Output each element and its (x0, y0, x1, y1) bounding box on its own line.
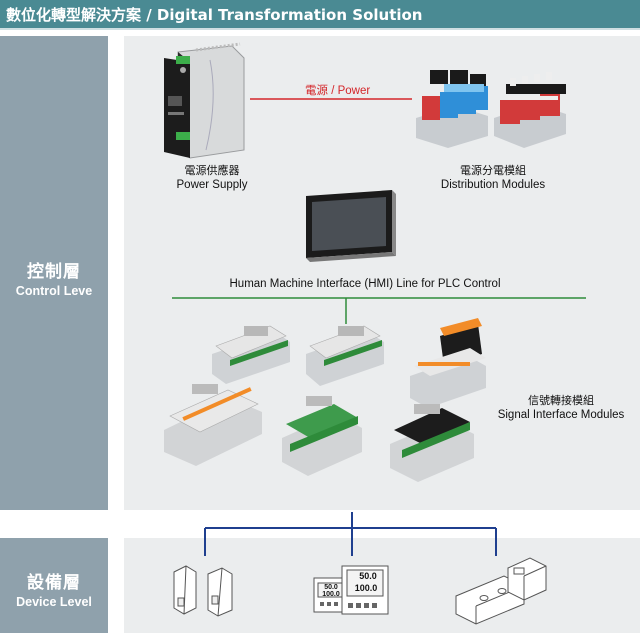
device-layer-band: 設備層 Device Level (0, 538, 108, 633)
distribution-modules-icon (416, 70, 566, 148)
control-layer-label-zh: 控制層 (27, 262, 81, 282)
hmi-panel-icon (306, 190, 396, 262)
signal-module-6-icon (390, 404, 474, 482)
meter-small-display-top: 50.0 (324, 584, 338, 591)
solenoid-valve-icon (455, 557, 547, 625)
distribution-label-en: Distribution Modules (440, 179, 546, 191)
signal-label-zh: 信號轉接模組 (528, 394, 594, 407)
page-title: 數位化轉型解決方案 / Digital Transformation Solut… (0, 0, 640, 30)
power-link-label: 電源 / Power (305, 85, 371, 97)
signal-module-5-icon (282, 396, 362, 476)
power-supply-icon (164, 42, 245, 159)
device-layer-label-en: Device Level (16, 595, 92, 609)
device-connection-lines (204, 512, 497, 556)
control-layer-label-en: Control Leve (15, 284, 93, 298)
signal-module-1-icon (212, 325, 290, 384)
control-layer-band: 控制層 Control Leve (0, 36, 108, 510)
power-supply-caption: 電源供應器 Power Supply (152, 164, 272, 192)
signal-label-en: Signal Interface Modules (497, 409, 625, 421)
device-layer-label-zh: 設備層 (27, 573, 81, 593)
distribution-label-zh: 電源分電模組 (460, 164, 526, 177)
signal-module-2-icon (306, 325, 384, 386)
signal-module-3-icon (410, 318, 486, 408)
photo-sensor-icon (173, 565, 233, 617)
meter-small-display-bottom: 100.0 (322, 591, 340, 598)
meter-display-top: 50.0 (359, 571, 377, 581)
distribution-caption: 電源分電模組 Distribution Modules (428, 164, 558, 192)
power-supply-label-en: Power Supply (176, 179, 248, 191)
panel-meter-icon (313, 565, 389, 615)
hmi-caption: Human Machine Interface (HMI) Line for P… (229, 278, 501, 290)
meter-small-display: 50.0 100.0 (318, 584, 344, 598)
signal-module-4-icon (164, 384, 262, 466)
power-supply-label-zh: 電源供應器 (184, 164, 240, 177)
meter-display-bottom: 100.0 (354, 583, 378, 593)
signal-caption: 信號轉接模組 Signal Interface Modules (486, 394, 636, 422)
